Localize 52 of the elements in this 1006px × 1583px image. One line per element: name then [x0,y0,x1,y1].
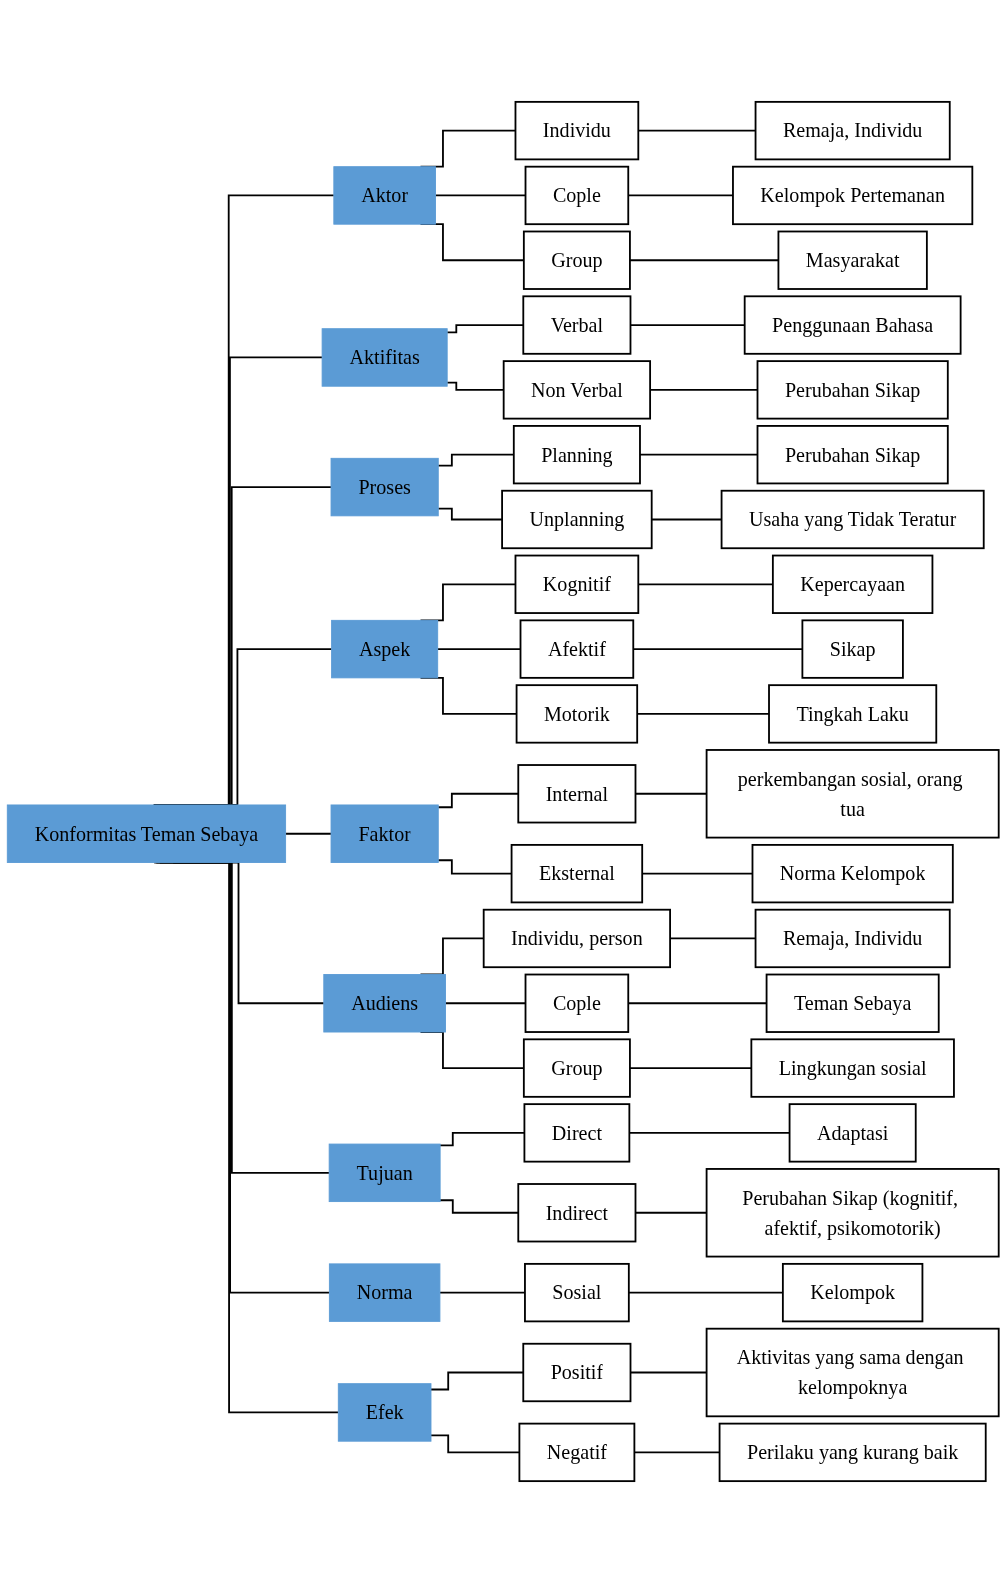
node-box: Afektif [519,619,635,679]
node-box: Norma Kelompok [751,844,954,904]
node-box: Individu [514,100,640,161]
connector [284,832,332,835]
node-box: Group [522,230,631,290]
connector [437,507,503,521]
node-box: Kepercayaan [771,554,934,614]
node-box: Perubahan Sikap (kognitif, afektif, psikomotorik) [705,1168,1000,1258]
node-box: Aspek [331,619,439,679]
node-box: Negatif [518,1422,636,1483]
node-box: Sikap [801,619,904,679]
node-box: Kognitif [514,554,640,614]
node-box: Motorik [515,684,639,744]
node-box: Kelompok Pertemanan [732,165,974,226]
node-box: Kelompok [781,1262,924,1323]
node-box: Masyarakat [777,230,928,290]
node-box: Konformitas Teman Sebaya [6,804,287,863]
node-box: Aktivitas yang sama dengan kelompoknya [705,1327,1000,1418]
node-box: Usaha yang Tidak Teratur [720,489,985,550]
node-box: Sosial [524,1262,630,1323]
node-box: Perubahan Sikap [756,360,949,420]
node-box: Lingkungan sosial [750,1038,955,1098]
node-box: Cople [524,973,630,1033]
node-box: perkembangan sosial, orang tua [705,749,1000,839]
node-box: Teman Sebaya [765,973,940,1033]
node-box: Verbal [522,295,632,355]
node-box: Adaptasi [788,1103,917,1163]
node-box: Tujuan [328,1143,441,1203]
node-box: Remaja, Individu [754,908,951,969]
node-box: Perilaku yang kurang baik [718,1422,987,1483]
node-box: Internal [517,764,637,824]
node-box: Aktifitas [321,328,448,387]
node-box: Efek [337,1383,432,1442]
node-box: Audiens [323,974,446,1033]
node-box: Group [522,1038,631,1098]
node-box: Perubahan Sikap [756,425,949,485]
node-box: Tingkah Laku [768,684,938,744]
node-box: Positif [522,1342,632,1403]
node-box: Unplanning [501,489,653,550]
node-box: Planning [512,425,641,485]
node-box: Proses [330,457,439,517]
node-box: Indirect [517,1183,637,1243]
node-box: Penggunaan Bahasa [743,295,962,355]
node-box: Faktor [330,804,439,863]
node-box: Direct [523,1103,631,1163]
node-box: Individu, person [482,908,671,969]
node-box: Non Verbal [502,360,651,420]
node-box: Aktor [333,166,436,225]
node-box: Norma [328,1263,441,1322]
node-box: Cople [524,165,630,226]
node-box: Eksternal [510,844,644,904]
node-box: Remaja, Individu [754,100,951,161]
